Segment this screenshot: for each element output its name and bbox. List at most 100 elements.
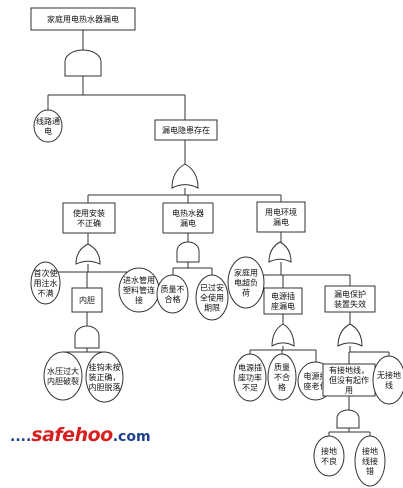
node-label: 用 (345, 386, 353, 395)
node-label: 挂钩未按 (89, 362, 121, 372)
or-gate-leak (171, 163, 199, 189)
node-label: 水压过大 (47, 366, 79, 376)
event-box (154, 119, 218, 141)
basic-event-circle (227, 256, 265, 309)
node-label: 内胆 (79, 295, 95, 305)
node-label: 电 (44, 126, 52, 136)
node-label: 无接地 (377, 370, 401, 380)
event-box (162, 202, 214, 234)
node-label: 期限 (204, 304, 220, 313)
event-box (256, 201, 306, 233)
basic-event-circle (33, 109, 63, 143)
node-label: 内胆脱落 (89, 382, 121, 392)
basic-event-circle (372, 355, 403, 405)
node-label: 接 (135, 295, 143, 305)
basic-event-circle (43, 351, 83, 401)
node-label: 已过安 (200, 283, 224, 293)
node-label: 不良 (321, 456, 337, 466)
basic-event-circle (195, 274, 229, 321)
connector-lines (45, 30, 390, 436)
event-box (322, 363, 376, 397)
node-label: 进水管用 (123, 275, 155, 285)
node-label: 有接地线， (329, 365, 369, 375)
or-gate-install (75, 243, 101, 265)
and-gate-top (64, 49, 102, 77)
event-box (62, 202, 116, 234)
or-gate-socket (271, 323, 295, 347)
event-box (71, 287, 103, 313)
and-gate-liner (74, 325, 100, 349)
node-label: 漏电保护 (334, 289, 366, 299)
node-label: 不正确 (77, 218, 101, 228)
node-label: 家庭用电热水器漏电 (47, 14, 119, 24)
or-gate-env (268, 241, 292, 263)
node-label: 座漏电 (271, 301, 295, 311)
basic-event-circle (354, 435, 386, 487)
basic-event-circle (233, 353, 267, 402)
node-label: 线 (385, 380, 393, 390)
and-gate-ground (336, 409, 360, 429)
node-label: 内胆破裂 (47, 376, 79, 386)
basic-event-circle (313, 435, 345, 477)
watermark-suffix: .com (112, 429, 151, 445)
node-label: 电源插 (271, 291, 295, 301)
node-top: 家庭用电热水器漏电 (30, 7, 136, 31)
node-liner: 内胆 (71, 287, 103, 313)
node-label: 电源插 (238, 363, 262, 373)
node-label: 首次使 (34, 268, 58, 278)
basic-event-circle (156, 274, 189, 314)
node-label: 线路通 (36, 116, 60, 126)
logic-gates (64, 49, 363, 429)
node-label: 合格 (165, 294, 181, 304)
node-label: 接地 (362, 446, 378, 456)
node-label: 质量不 (161, 284, 185, 294)
node-label: 不合 (274, 372, 290, 382)
node-label: 接地 (321, 446, 337, 456)
node-label: 家庭用 (234, 268, 258, 278)
event-box (263, 287, 303, 315)
node-label: 不足 (242, 384, 258, 393)
node-label: 质量 (274, 362, 290, 372)
watermark-prefix: .... (10, 429, 32, 445)
and-gate-heater (176, 241, 200, 263)
node-label: 不满 (38, 288, 54, 298)
node-label: 座老化 (304, 381, 328, 391)
node-label: 漏电 (273, 217, 289, 227)
basic-event-circle (267, 353, 297, 401)
node-label: 使用安装 (73, 208, 105, 218)
node-label: 线接 (362, 456, 378, 466)
node-label: 装正确， (89, 372, 121, 382)
node-label: 格 (278, 382, 286, 392)
basic-event-circle (85, 351, 124, 403)
or-gate-protect (337, 323, 363, 347)
node-heater: 电热水器漏电 (162, 202, 214, 234)
node-label: 电超负 (234, 278, 258, 288)
basic-event-circle (30, 261, 61, 305)
node-label: 但没有起作 (329, 375, 369, 385)
node-label: 座功率 (238, 373, 262, 383)
watermark-word: safehoo (31, 424, 113, 446)
node-label: 错 (366, 466, 374, 476)
node-leak: 漏电隐患存在 (154, 119, 218, 141)
node-label: 漏电 (180, 218, 196, 228)
node-label: 塑料管连 (123, 285, 155, 295)
event-box (324, 285, 376, 313)
node-label: 漏电隐患存在 (162, 125, 210, 135)
event-box (30, 7, 136, 31)
